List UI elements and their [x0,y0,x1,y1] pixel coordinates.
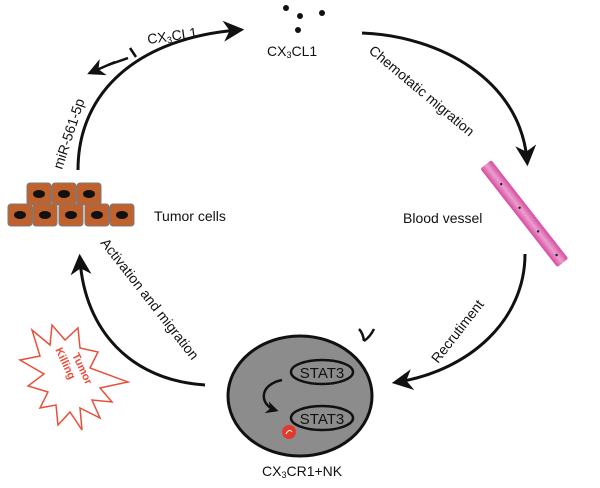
svg-text:STAT3: STAT3 [300,411,344,428]
stat3-top [289,358,355,386]
activation-arrow [70,253,206,387]
phosphorylation-icon [282,425,296,439]
translocation-arrow [262,378,283,414]
svg-text:STAT3: STAT3 [300,365,344,382]
recruitment-label: Recrutiment [428,296,487,365]
nk-cell-label: CX3CR1+NK [262,463,343,480]
cx3cl1-ligand-icon [283,5,325,33]
cx3cl1-arrow-label: CX3CL1 [146,24,198,48]
blood-vessel-icon [481,160,568,267]
nk-cell: STAT3 STAT3 [226,328,376,458]
tumor-cells-icon [7,182,135,227]
stat3-bottom [289,404,355,432]
chemotactic-arrow [361,31,537,167]
blood-vessel-label: Blood vessel [403,210,482,226]
cx3cl1-ligand-label: CX3CL1 [267,43,317,60]
tumor-killing-burst-icon [17,323,131,431]
chemotactic-label: Chemotatic migration [366,42,478,139]
recruitment-arrow [391,253,527,390]
receptor-icon [358,328,376,343]
mirna-inhibition [87,47,138,76]
tumor-cells-label: Tumor cells [154,208,226,224]
secretion-arrow [76,20,245,171]
